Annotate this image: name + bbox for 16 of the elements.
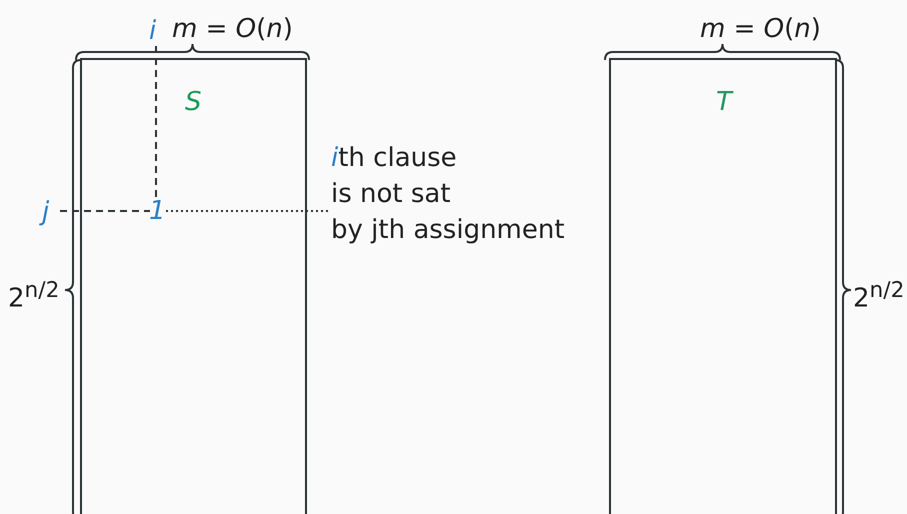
dimension-label: 2$^{n/2}$: [853, 277, 904, 314]
annotation-line: is not sat: [331, 178, 452, 211]
matrix-name: S: [185, 87, 202, 117]
dimension-label: m = O(n): [172, 14, 293, 44]
annotation-line: by jth assignment: [331, 214, 565, 247]
matrix-name: T: [716, 87, 732, 117]
guide-line: [60, 210, 150, 212]
index-variable: i: [149, 16, 156, 46]
dimension-label: m = O(n): [700, 14, 821, 44]
guide-line: [155, 46, 157, 197]
dimension-label: 2$^{n/2}$: [8, 277, 60, 314]
matrix-entry: 1: [149, 196, 166, 226]
leader-line: [166, 210, 329, 212]
matrix-box: [80, 58, 307, 514]
annotation-line: ith clause: [331, 142, 458, 175]
matrix-box: [609, 58, 837, 514]
